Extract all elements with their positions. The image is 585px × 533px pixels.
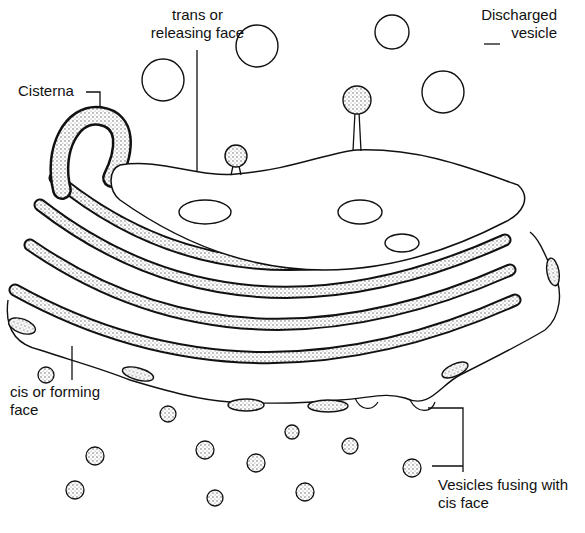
face-label: trans or releasing face	[140, 6, 255, 42]
part-label: Vesicles fusing with cis face	[438, 476, 578, 512]
face-label: cis or forming face	[10, 383, 110, 419]
part-label: Cisterna	[18, 82, 88, 100]
part-label: Discharged vesicle	[462, 6, 557, 42]
